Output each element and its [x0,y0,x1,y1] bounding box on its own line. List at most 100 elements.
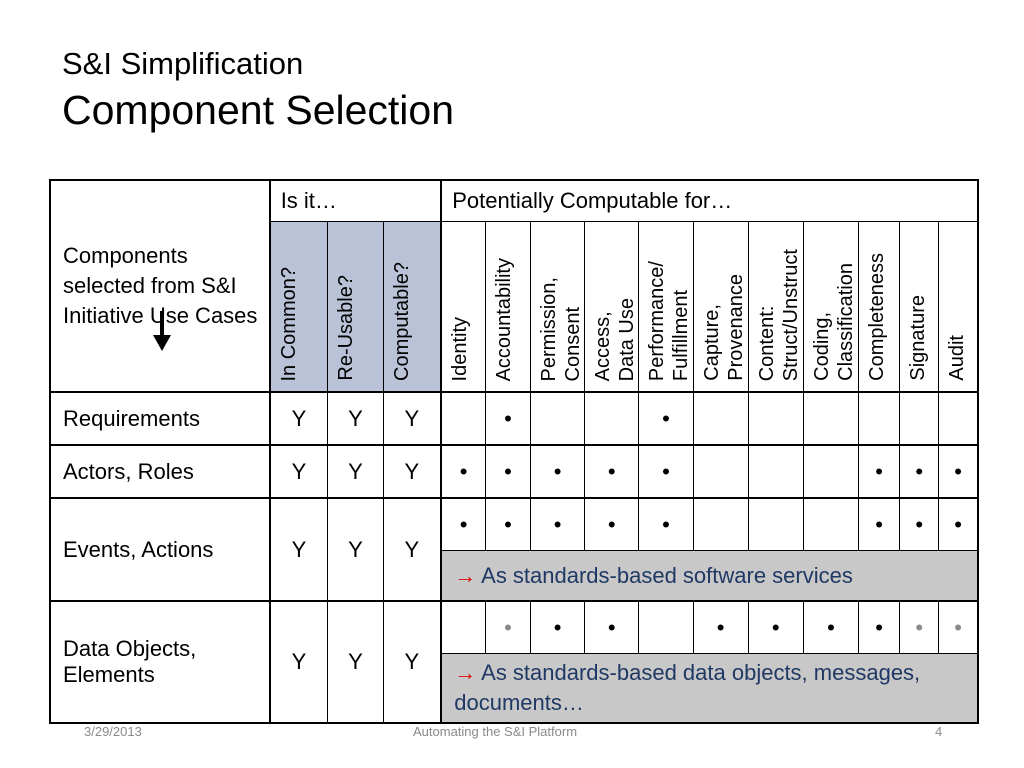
col-label: Completeness [865,253,889,381]
component-selection-table: Components selected from S&I Initiative … [49,179,980,724]
col-label-line: Consent [562,306,584,382]
col-label: Computable? [390,262,413,381]
title-line-1: S&I Simplification [62,46,304,81]
mark-cell [899,391,940,446]
mark-cell: • [529,600,586,654]
footer-page-number: 4 [935,724,943,739]
note-row: → As standards-based data objects, messa… [50,653,979,724]
footer-title: Automating the S&I Platform [413,724,578,739]
col-label: Coding,Classification [810,263,858,381]
mark-cell [747,497,804,551]
col-in-common: In Common? [269,221,329,393]
is-it-value: Y [327,391,384,446]
mark-cell: • [899,444,940,499]
col-label-line: Provenance [724,274,747,381]
col-computable: Computable? [382,221,443,393]
col-label: Access,Data Use [591,298,639,381]
note-text: As standards-based software services [481,562,853,588]
note-cell: → As standards-based software services [440,550,979,602]
col-label: Identity [448,317,472,381]
corner-text: Components selected from S&I Initiative … [63,243,258,328]
mark-cell: • [858,497,901,551]
mark-cell: • [584,497,640,551]
mark-cell: • [484,497,532,551]
col-label-line: Signature [907,295,930,381]
col-label-line: Capture, [700,304,723,381]
is-it-value: Y [327,444,384,499]
col-computable-for: Permission,Consent [529,221,586,393]
col-label: In Common? [277,266,300,382]
col-label-line: Fulfillment [670,289,693,381]
mark-cell: • [747,600,804,654]
mark-cell: • [440,497,486,551]
row-label: Actors, Roles [49,444,271,499]
col-computable-for: Capture,Provenance [692,221,749,393]
mark-cell: • [529,444,586,499]
is-it-value: Y [382,600,443,724]
is-it-value: Y [269,600,329,724]
right-arrow-icon: → [454,660,477,685]
col-label: Re-Usable? [335,275,358,381]
row-label: Data Objects, Elements [49,600,271,724]
row-label: Events, Actions [49,497,271,602]
col-label-line: Content: [755,305,778,381]
mark-cell: • [858,444,901,499]
mark-cell [938,391,980,446]
col-label-line: Access, [592,310,615,381]
col-label-line: Permission, [538,276,560,381]
note-text: As standards-based data objects, message… [454,660,921,715]
note-row: → As standards-based software services [50,550,979,602]
mark-cell: • [692,600,749,654]
mark-cell [692,444,749,499]
is-it-value: Y [269,444,329,499]
mark-cell [747,391,804,446]
corner-cell: Components selected from S&I Initiative … [49,179,271,393]
mark-cell [440,600,486,654]
col-label: Capture,Provenance [700,274,748,381]
mark-cell: • [484,600,532,654]
is-it-value: Y [382,444,443,499]
col-computable-for: Coding,Classification [802,221,860,393]
note-cell: → As standards-based data objects, messa… [440,653,979,724]
col-label: Permission,Consent [537,277,585,381]
group-header-is-it: Is it… [269,179,443,222]
col-re-usable: Re-Usable? [327,221,384,393]
mark-cell: • [938,600,980,654]
mark-cell: • [938,497,980,551]
is-it-value: Y [327,600,384,724]
col-computable-for: Completeness [858,221,901,393]
row-label: Requirements [49,391,271,446]
col-label: Audit [945,335,969,381]
mark-cell: • [638,444,694,499]
mark-cell: • [938,444,980,499]
is-it-value: Y [382,391,443,446]
mark-cell [584,391,640,446]
col-label-line: Identity [449,316,472,381]
is-it-value: Y [382,497,443,602]
col-label-line: Accountability [492,257,515,381]
col-label: Signature [906,295,930,381]
col-computable-for: Signature [899,221,940,393]
mark-cell: • [440,444,486,499]
col-computable-for: Access,Data Use [584,221,640,393]
mark-cell: • [858,600,901,654]
mark-cell: • [899,600,940,654]
mark-cell [802,444,860,499]
group-header-computable: Potentially Computable for… [440,179,979,222]
col-label-line: Coding, [810,312,833,381]
is-it-value: Y [327,497,384,602]
mark-cell [440,391,486,446]
col-label: Accountability [492,258,516,381]
title-line-2: Component Selection [62,87,455,133]
mark-cell [802,391,860,446]
mark-cell [529,391,586,446]
mark-cell: • [584,600,640,654]
right-arrow-icon: → [454,562,477,588]
mark-cell: • [584,444,640,499]
mark-cell: • [484,444,532,499]
mark-cell [692,497,749,551]
mark-cell: • [638,497,694,551]
